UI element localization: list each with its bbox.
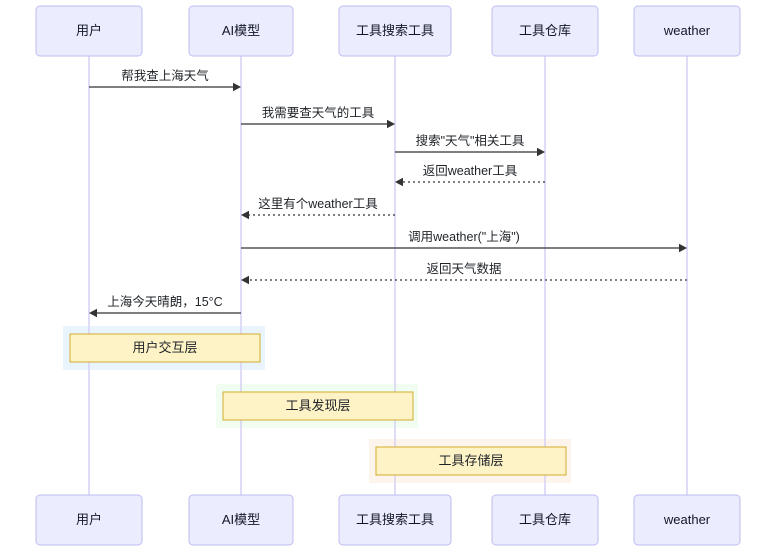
actor-box[interactable] bbox=[338, 5, 452, 57]
message-arrowhead bbox=[233, 82, 241, 92]
note-box bbox=[69, 333, 261, 363]
message-6: 返回天气数据 bbox=[241, 261, 687, 285]
note-label: 工具发现层 bbox=[285, 398, 350, 413]
actor-weather-bottom[interactable]: weather bbox=[633, 494, 741, 546]
message-label: 帮我查上海天气 bbox=[121, 68, 209, 83]
actor-label: weather bbox=[663, 23, 711, 38]
note-label: 工具存储层 bbox=[438, 453, 503, 468]
actor-ai-bottom[interactable]: AI模型 bbox=[188, 494, 294, 546]
message-arrowhead bbox=[395, 177, 403, 187]
actor-label: 用户 bbox=[76, 23, 102, 38]
message-label: 返回weather工具 bbox=[423, 164, 518, 178]
message-label: 这里有个weather工具 bbox=[258, 196, 378, 211]
actor-user-bottom[interactable]: 用户 bbox=[35, 494, 143, 546]
actor-label: weather bbox=[663, 512, 711, 527]
message-layer: 帮我查上海天气我需要查天气的工具搜索"天气"相关工具返回weather工具这里有… bbox=[89, 68, 687, 318]
actor-label: 工具搜索工具 bbox=[356, 23, 434, 38]
actor-label: AI模型 bbox=[222, 23, 260, 38]
note-box bbox=[375, 446, 567, 476]
actor-box[interactable] bbox=[188, 5, 294, 57]
message-7: 上海今天晴朗，15°C bbox=[89, 294, 241, 318]
message-arrowhead bbox=[241, 210, 249, 220]
actor-label: 工具搜索工具 bbox=[356, 512, 434, 527]
actor-search-top[interactable]: 工具搜索工具 bbox=[338, 5, 452, 57]
note-0: 用户交互层 bbox=[69, 333, 261, 363]
message-4: 这里有个weather工具 bbox=[241, 196, 395, 220]
message-label: 上海今天晴朗，15°C bbox=[107, 294, 222, 309]
message-3: 返回weather工具 bbox=[395, 164, 545, 187]
message-label: 我需要查天气的工具 bbox=[262, 105, 375, 120]
actor-ai-top[interactable]: AI模型 bbox=[188, 5, 294, 57]
note-2: 工具存储层 bbox=[375, 446, 567, 476]
actor-layer-top: 用户 AI模型 工具搜索工具 工具仓库 weather bbox=[35, 5, 741, 57]
message-arrowhead bbox=[537, 147, 545, 157]
actor-repo-bottom[interactable]: 工具仓库 bbox=[491, 494, 599, 546]
message-1: 我需要查天气的工具 bbox=[241, 105, 395, 129]
actor-search-bottom[interactable]: 工具搜索工具 bbox=[338, 494, 452, 546]
lifeline-layer bbox=[88, 56, 688, 495]
actor-repo-top[interactable]: 工具仓库 bbox=[491, 5, 599, 57]
message-label: 调用weather("上海") bbox=[408, 229, 520, 244]
message-arrowhead bbox=[241, 275, 249, 285]
actor-label: 工具仓库 bbox=[519, 512, 571, 527]
note-1: 工具发现层 bbox=[222, 391, 414, 421]
message-arrowhead bbox=[679, 243, 687, 253]
message-arrowhead bbox=[387, 119, 395, 129]
actor-weather-top[interactable]: weather bbox=[633, 5, 741, 57]
actor-label: 工具仓库 bbox=[519, 23, 571, 38]
message-0: 帮我查上海天气 bbox=[89, 68, 241, 92]
actor-box[interactable] bbox=[633, 5, 741, 57]
message-5: 调用weather("上海") bbox=[241, 229, 687, 253]
message-2: 搜索"天气"相关工具 bbox=[395, 133, 545, 157]
actor-box[interactable] bbox=[491, 5, 599, 57]
actor-user-top[interactable]: 用户 bbox=[35, 5, 143, 57]
message-label: 搜索"天气"相关工具 bbox=[416, 133, 525, 148]
actor-box[interactable] bbox=[338, 494, 452, 546]
actor-box[interactable] bbox=[35, 5, 143, 57]
actor-label: 用户 bbox=[76, 512, 102, 527]
note-box bbox=[222, 391, 414, 421]
actor-layer-bottom: 用户 AI模型 工具搜索工具 工具仓库 weather bbox=[35, 494, 741, 546]
actor-box[interactable] bbox=[188, 494, 294, 546]
message-arrowhead bbox=[89, 308, 97, 318]
actor-box[interactable] bbox=[491, 494, 599, 546]
actor-box[interactable] bbox=[633, 494, 741, 546]
actor-label: AI模型 bbox=[222, 512, 260, 527]
actor-box[interactable] bbox=[35, 494, 143, 546]
note-label: 用户交互层 bbox=[132, 340, 197, 355]
message-label: 返回天气数据 bbox=[426, 261, 501, 276]
